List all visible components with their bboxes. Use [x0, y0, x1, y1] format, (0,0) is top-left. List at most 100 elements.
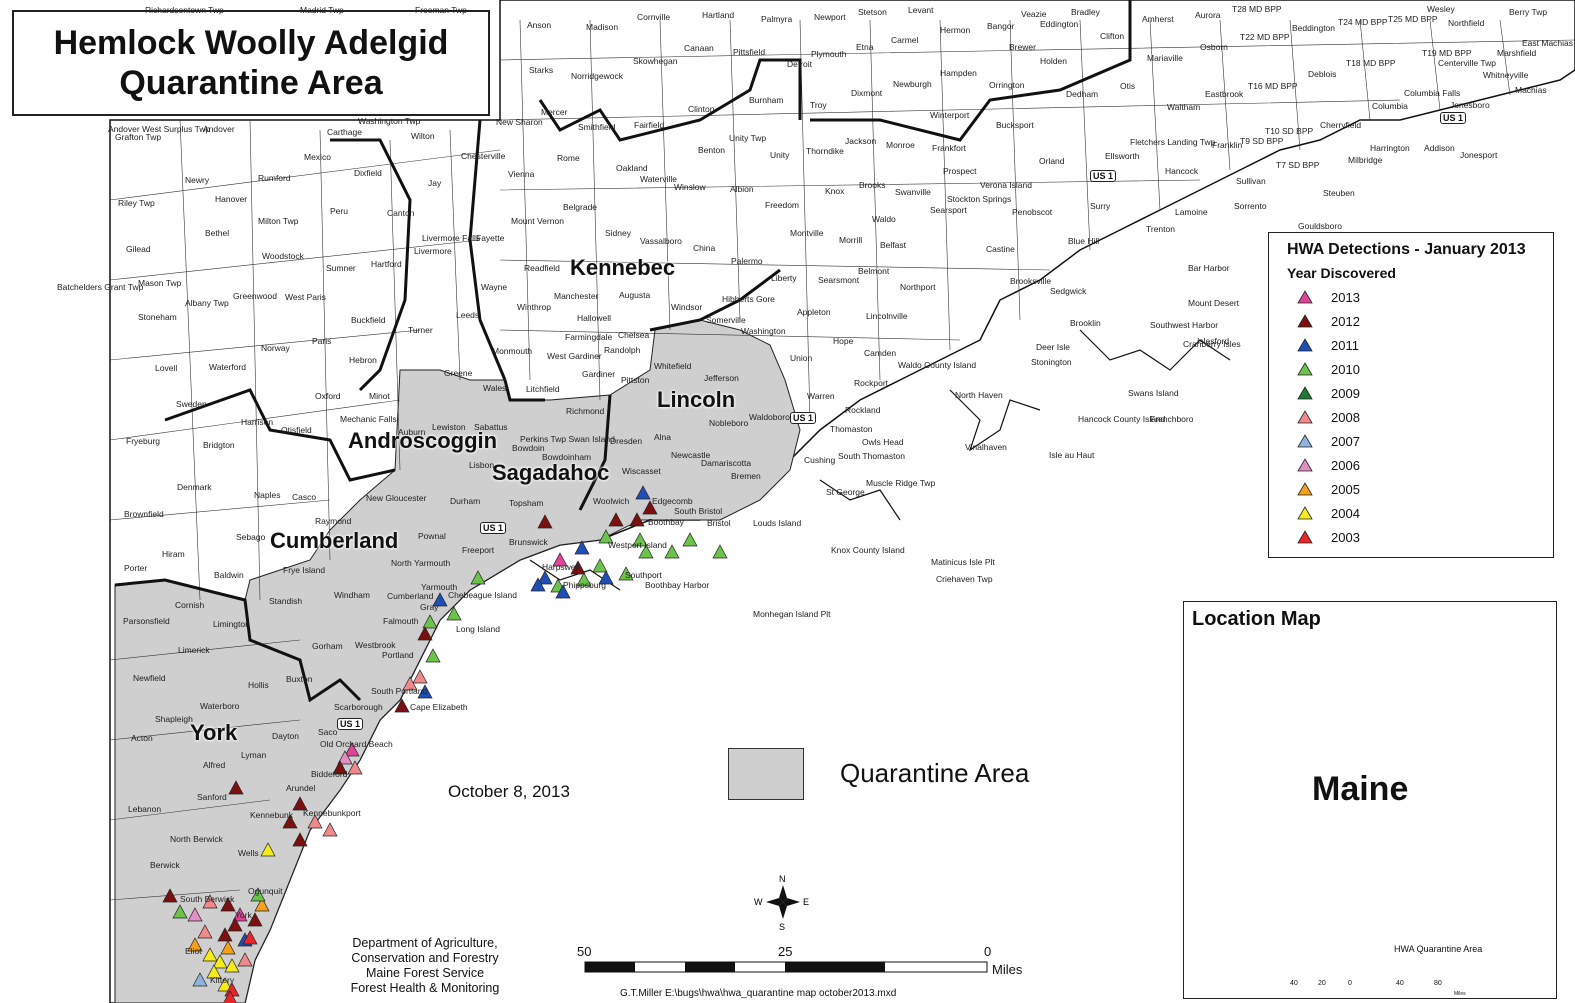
town-label: Jackson	[845, 136, 877, 146]
town-label: Lovell	[155, 363, 178, 373]
town-label: South Bristol	[674, 506, 723, 516]
town-label: Waterford	[209, 362, 247, 372]
town-label: West Paris	[285, 292, 326, 302]
location-map-title: Location Map	[1192, 608, 1321, 630]
town-label: Fletchers Landing Twp	[1130, 137, 1216, 147]
legend-year: 2008	[1331, 409, 1360, 425]
town-label: Fayette	[476, 233, 505, 243]
town-label: Cornish	[175, 600, 205, 610]
town-label: Brooksville	[1010, 276, 1052, 286]
legend-row-2010: 2010	[1287, 357, 1553, 381]
town-label: Chebeague Island	[448, 590, 518, 600]
town-label: Buxton	[286, 674, 313, 684]
triangle-icon	[1297, 458, 1313, 472]
town-label: Cranberry Isles	[1183, 339, 1241, 349]
town-label: Litchfield	[526, 384, 560, 394]
town-label: Holden	[1040, 56, 1067, 66]
town-label: Cushing	[804, 455, 836, 465]
hwa-detection-marker	[337, 750, 353, 765]
hwa-detection-marker	[632, 532, 648, 547]
town-label: Bowdoinham	[542, 452, 592, 462]
town-label: Saco	[318, 727, 338, 737]
town-label: North Haven	[955, 390, 1003, 400]
hwa-detection-marker	[629, 512, 645, 527]
town-label: Monhegan Island Plt	[753, 609, 831, 619]
route-us1-shield: US 1	[337, 718, 364, 730]
town-label: St George	[826, 487, 865, 497]
town-label: Harrison	[241, 417, 274, 427]
legend-row-2009: 2009	[1287, 381, 1553, 405]
triangle-icon	[1297, 506, 1313, 520]
town-label: Wayne	[481, 282, 508, 292]
hwa-detection-marker	[618, 566, 634, 581]
triangle-icon	[1297, 290, 1313, 304]
hwa-detection-marker	[412, 669, 428, 684]
hwa-detection-marker	[638, 544, 654, 559]
county-label-kennebec: Kennebec	[570, 255, 676, 280]
town-label: Castine	[986, 244, 1015, 254]
hwa-detection-marker	[223, 990, 237, 1003]
map-title: Hemlock Woolly Adelgid Quarantine Area	[12, 10, 490, 116]
hwa-detections	[162, 485, 728, 1003]
town-label: Vassalboro	[640, 236, 682, 246]
hwa-detection-marker	[664, 544, 680, 559]
town-label: Carmel	[891, 35, 919, 45]
town-label: Starks	[529, 65, 554, 75]
town-label: Jonesport	[1460, 150, 1498, 160]
town-label: Biddeford	[311, 769, 348, 779]
town-label: Detroit	[787, 59, 813, 69]
town-label: York	[235, 910, 252, 920]
hwa-detection-marker	[598, 529, 614, 544]
town-label: Lebanon	[128, 804, 162, 814]
town-label: Columbia	[1372, 101, 1408, 111]
town-label: Batchelders Grant Twp	[57, 282, 144, 292]
hwa-detection-marker	[570, 560, 586, 575]
town-label: Burnham	[749, 95, 784, 105]
location-map-scale-4: 80	[1434, 980, 1442, 987]
town-label: Wilton	[411, 131, 435, 141]
town-label: Perkins Twp Swan Island	[520, 434, 615, 444]
town-label: Lisbon	[469, 460, 495, 470]
town-label: Brunswick	[509, 537, 548, 547]
town-label: Bucksport	[996, 120, 1034, 130]
town-label: Hampden	[940, 68, 977, 78]
town-label: Livermore	[414, 246, 452, 256]
town-label: Matinicus Isle Plt	[931, 557, 995, 567]
town-label: Sullivan	[1236, 176, 1266, 186]
county-label-androscoggin: Androscoggin	[348, 428, 498, 453]
town-label: Dixfield	[354, 168, 382, 178]
town-label: Hanover	[215, 194, 248, 204]
town-label: Monmouth	[492, 346, 533, 356]
legend-row-2003: 2003	[1287, 525, 1553, 549]
town-label: Knox	[825, 186, 845, 196]
hwa-detection-marker	[574, 540, 590, 555]
town-label: Swanville	[895, 187, 931, 197]
triangle-icon	[1297, 482, 1313, 496]
town-label: Franklin	[1212, 140, 1243, 150]
town-label: Bowdoin	[512, 443, 545, 453]
town-label: Chelsea	[618, 330, 650, 340]
town-label: Ellsworth	[1105, 151, 1140, 161]
hwa-detection-marker	[242, 930, 258, 945]
town-label: South Thomaston	[838, 451, 905, 461]
town-label: Rockport	[854, 378, 889, 388]
town-label: Readfield	[524, 263, 560, 273]
town-label: Dayton	[272, 731, 299, 741]
legend-year: 2005	[1331, 481, 1360, 497]
town-label: Bremen	[731, 471, 761, 481]
hwa-detection-marker	[227, 917, 243, 932]
town-label: Freeman Twp	[415, 5, 467, 15]
town-label: T25 MD BPP	[1388, 14, 1438, 24]
route-us1-shield: US 1	[480, 522, 507, 534]
town-label: Dresden	[610, 436, 643, 446]
town-label: Lewiston	[432, 422, 466, 432]
town-boundaries	[109, 19, 1575, 901]
town-label: Shapleigh	[155, 714, 193, 724]
town-label: Riley Twp	[118, 198, 155, 208]
location-map-scale-unit: Miles	[1454, 991, 1466, 997]
legend: HWA Detections - January 2013 Year Disco…	[1268, 232, 1554, 558]
town-label: North Berwick	[170, 834, 223, 844]
town-label: Steuben	[1323, 188, 1355, 198]
town-label: Richardsontown Twp	[145, 5, 224, 15]
